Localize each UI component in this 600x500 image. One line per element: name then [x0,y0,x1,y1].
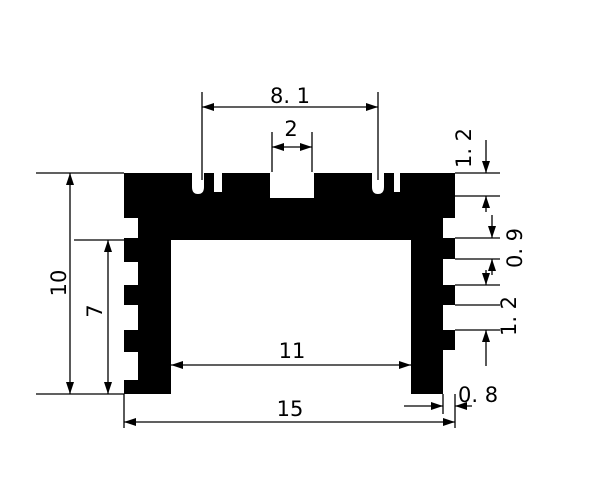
arrowhead [202,103,214,111]
arrowhead [104,382,112,394]
dim-label-0-8: 0. 8 [458,383,498,407]
arrowhead [66,382,74,394]
heatsink-profile [124,173,455,394]
arrowhead [443,418,455,426]
arrowhead [272,143,284,151]
arrowhead [482,196,490,208]
arrowhead [171,361,183,369]
arrowhead [124,418,136,426]
dim-label-11: 11 [279,339,306,363]
dim-label-10: 10 [47,270,71,297]
arrowhead [431,402,443,410]
arrowhead [488,259,496,271]
arrowhead [455,402,467,410]
arrowhead [482,273,490,285]
dim-label-1-2-mid: 1. 2 [497,296,521,336]
arrowheads [66,103,496,426]
dim-label-0-9: 0. 9 [503,228,527,268]
arrowhead [399,361,411,369]
dim-label-8-1: 8. 1 [270,84,310,108]
dim-label-2: 2 [284,117,297,141]
dim-label-7: 7 [83,304,107,317]
arrowhead [300,143,312,151]
arrowhead [482,330,490,342]
arrowhead [482,161,490,173]
arrowhead [488,226,496,238]
dim-label-15: 15 [277,397,304,421]
arrowhead [66,173,74,185]
arrowhead [366,103,378,111]
dim-label-1-2-top: 1. 2 [452,128,476,168]
arrowhead [104,240,112,252]
